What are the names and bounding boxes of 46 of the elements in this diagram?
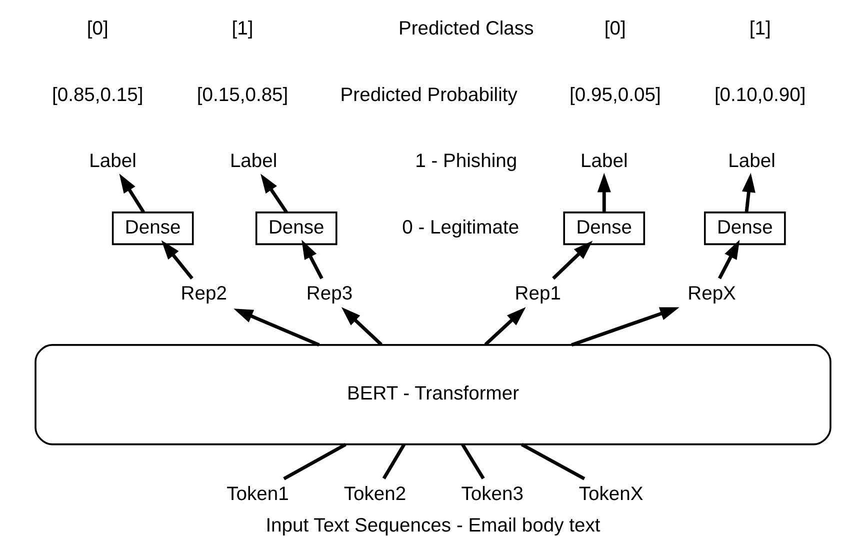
label: Predicted Probability	[340, 84, 517, 106]
node-text: Label	[580, 151, 628, 172]
node-text: Token1	[226, 484, 288, 505]
arrow	[160, 240, 193, 280]
label: 1 - Phishing	[414, 151, 517, 172]
node-label: [1]	[748, 18, 770, 40]
node-text: Rep2	[180, 284, 226, 305]
connector	[460, 443, 484, 480]
arrow	[570, 307, 679, 346]
node-box: Dense	[254, 212, 337, 246]
node-box: Dense	[703, 212, 786, 246]
node-label: [0.95,0.05]	[569, 84, 660, 106]
arrow	[118, 174, 144, 214]
arrow	[717, 240, 740, 280]
arrow	[260, 174, 288, 214]
node-text: Token3	[460, 484, 523, 505]
arrow	[233, 308, 320, 346]
arrow	[301, 240, 323, 280]
node-label: [1]	[231, 18, 253, 40]
node-text: RepX	[687, 284, 736, 305]
node-box: BERT - Transformer	[34, 344, 831, 446]
node-label: [0]	[604, 18, 626, 40]
arrow	[596, 172, 610, 212]
node-text: Token2	[343, 484, 406, 505]
node-text: Label	[728, 151, 775, 172]
arrow	[552, 240, 592, 280]
arrow	[484, 307, 526, 346]
caption: Input Text Sequences - Email body text	[265, 516, 600, 537]
arrow	[340, 307, 382, 346]
connector	[520, 442, 585, 480]
node-box: Dense	[562, 212, 645, 246]
label: Predicted Class	[398, 18, 534, 40]
node-text: Label	[229, 151, 277, 172]
connector	[282, 443, 346, 480]
node-label: [0.10,0.90]	[714, 84, 806, 106]
label: 0 - Legitimate	[402, 217, 519, 238]
arrow	[741, 172, 755, 212]
node-label: [0.85,0.15]	[51, 84, 143, 106]
node-text: Rep1	[514, 284, 560, 305]
node-label: [0]	[86, 18, 108, 40]
node-text: Label	[88, 151, 136, 172]
node-box: Dense	[111, 212, 194, 246]
node-text: TokenX	[578, 484, 643, 505]
node-text: Rep3	[306, 284, 352, 305]
connector	[382, 443, 406, 480]
node-label: [0.15,0.85]	[196, 84, 288, 106]
